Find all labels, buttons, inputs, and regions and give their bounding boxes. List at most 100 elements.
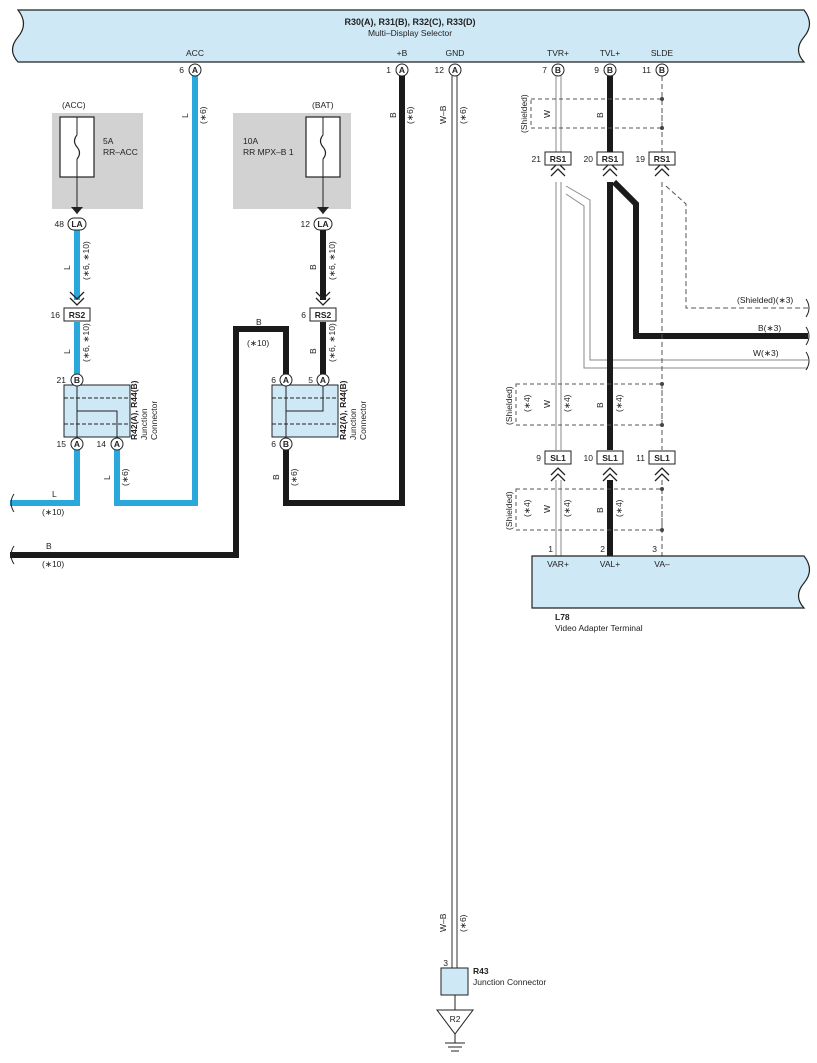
junction-left: 21 B 15 A 14 A R42(A), R44(B) Junction C…	[57, 373, 159, 451]
lbl-shield-mid-n4b: (∗4)	[562, 394, 572, 412]
fuse-bat-pin: 12	[301, 219, 311, 229]
jl-pin-14-con: A	[114, 439, 120, 449]
jr-name-1: Junction	[348, 408, 358, 440]
rs2-left-chevron-icon	[69, 291, 85, 306]
rs1-connectors: RS1 21 RS1 20 RS1 19	[532, 151, 676, 177]
selector-name: Multi–Display Selector	[368, 28, 452, 38]
vat-name: Video Adapter Terminal	[555, 623, 643, 633]
pin-num-slde: 11	[642, 65, 651, 75]
jr-pin-5a-num: 5	[308, 375, 313, 385]
lbl-fuse-acc-l: L	[62, 265, 72, 270]
jr-pin-6b-con: B	[283, 439, 289, 449]
lbl-rs2l-l: L	[62, 349, 72, 354]
lbl-shield-low: (Shielded)	[504, 491, 514, 530]
lbl-jr6b-b: B	[271, 474, 281, 480]
wire-acc	[114, 75, 198, 506]
vat-pin-2-label: VAL+	[600, 559, 620, 569]
pin-label-slde: SLDE	[651, 48, 674, 58]
lbl-jr6b-n6: (∗6)	[289, 468, 299, 486]
r43-code: R43	[473, 966, 489, 976]
lbl-jr6a-n10: (∗10)	[247, 338, 269, 348]
lbl-jl14-n6: (∗6)	[120, 468, 130, 486]
lbl-shield-low-w: W	[542, 505, 552, 513]
fuse-bat-supply: (BAT)	[312, 100, 334, 110]
lbl-fuse-acc-n610: (∗6, ∗10)	[81, 241, 91, 280]
jr-pin-6a-con: A	[283, 375, 289, 385]
lbl-rs2r-n610: (∗6, ∗10)	[327, 323, 337, 362]
rs2-right-chevron-icon	[315, 291, 331, 306]
rs1-20-con: RS1	[602, 154, 619, 164]
wire-tvr	[555, 76, 808, 556]
vat-code: L78	[555, 612, 570, 622]
sl1-9-num: 9	[536, 453, 541, 463]
wire-b-left-edge	[10, 326, 289, 558]
lbl-shield-mid-w: W	[542, 400, 552, 408]
pin-num-b-plus: 1	[386, 65, 391, 75]
lbl-gnd-n6-top: (∗6)	[458, 106, 468, 124]
jr-name-2: Connector	[358, 401, 368, 440]
video-adapter-terminal: 1 2 3 VAR+ VAL+ VA– L78 Video Adapter Te…	[531, 544, 811, 633]
fuse-acc-con: LA	[71, 219, 82, 229]
rs2-right: RS2 6	[301, 291, 337, 322]
rs2-left-con: RS2	[69, 310, 86, 320]
ground-r2: R2	[436, 1009, 474, 1052]
wire-labels: L (∗6) L (∗6, ∗10) L (∗6, ∗10) L (∗6) L …	[42, 94, 793, 932]
sl1-9-chevron-icon	[550, 467, 566, 482]
sl1-connectors: SL1 9 SL1 10 SL1 11	[536, 450, 676, 482]
rs2-left-num: 16	[51, 310, 61, 320]
multi-display-selector: R30(A), R31(B), R32(C), R33(D) Multi–Dis…	[11, 9, 811, 63]
vat-pin-3-label: VA–	[654, 559, 670, 569]
fuse-acc-icon	[73, 134, 81, 160]
lbl-branch-shield3: (Shielded)(∗3)	[737, 295, 793, 305]
pin-con-tvl: B	[607, 65, 613, 75]
wire-acc-blue	[114, 75, 198, 506]
jl-pin-21-con: B	[74, 375, 80, 385]
junction-right: 6 A 5 A 6 B R42(A), R44(B) Junction Conn…	[271, 373, 368, 451]
lbl-left-l: L	[52, 489, 57, 499]
fuse-bat-con: LA	[317, 219, 328, 229]
lbl-shield-mid-n4c: (∗4)	[614, 394, 624, 412]
lbl-shield-low-n4b: (∗4)	[562, 499, 572, 517]
rs1-19-num: 19	[636, 154, 646, 164]
lbl-gnd-wb-bottom: W–B	[438, 913, 448, 932]
wire-slde	[661, 76, 808, 556]
lbl-gnd-n6-bottom: (∗6)	[458, 914, 468, 932]
fuse-bat-icon	[319, 134, 327, 160]
jr-pin-6a-num: 6	[271, 375, 276, 385]
wire-tvl	[607, 76, 808, 556]
vat-pin-1-num: 1	[548, 544, 553, 554]
r43-pin: 3	[443, 958, 448, 968]
sl1-11-con: SL1	[654, 453, 670, 463]
pin-label-gnd: GND	[446, 48, 465, 58]
jl-name-2: Connector	[149, 401, 159, 440]
shield-boxes	[515, 98, 663, 531]
rs1-21-con: RS1	[550, 154, 567, 164]
pin-num-gnd: 12	[435, 65, 445, 75]
lbl-gnd-wb-top: W–B	[438, 105, 448, 124]
selector-codes: R30(A), R31(B), R32(C), R33(D)	[344, 17, 475, 27]
fuse-acc-name: RR–ACC	[103, 147, 138, 157]
vat-pin-1-label: VAR+	[547, 559, 569, 569]
lbl-fuse-bat-b: B	[308, 264, 318, 270]
selector-body	[11, 9, 811, 63]
lbl-acc-l: L	[180, 113, 190, 118]
lbl-jl14-l: L	[102, 475, 112, 480]
lbl-rs2r-b: B	[308, 348, 318, 354]
lbl-branch-w3: W(∗3)	[753, 348, 779, 358]
lbl-shield-top-b: B	[595, 112, 605, 118]
jl-pin-21-num: 21	[57, 375, 67, 385]
pin-con-b-plus: A	[399, 65, 405, 75]
wire-b-plus	[283, 75, 405, 506]
jl-pin-14-num: 14	[97, 439, 107, 449]
pin-num-tvr: 7	[542, 65, 547, 75]
sl1-10-num: 10	[584, 453, 594, 463]
r43-name: Junction Connector	[473, 977, 546, 987]
ground-label: R2	[450, 1014, 461, 1024]
lbl-left-b: B	[46, 541, 52, 551]
wire-gnd	[451, 76, 458, 968]
lbl-left-n10: (∗10)	[42, 507, 64, 517]
fuse-bat-rating: 10A	[243, 136, 258, 146]
edge-break-markers	[10, 298, 810, 565]
